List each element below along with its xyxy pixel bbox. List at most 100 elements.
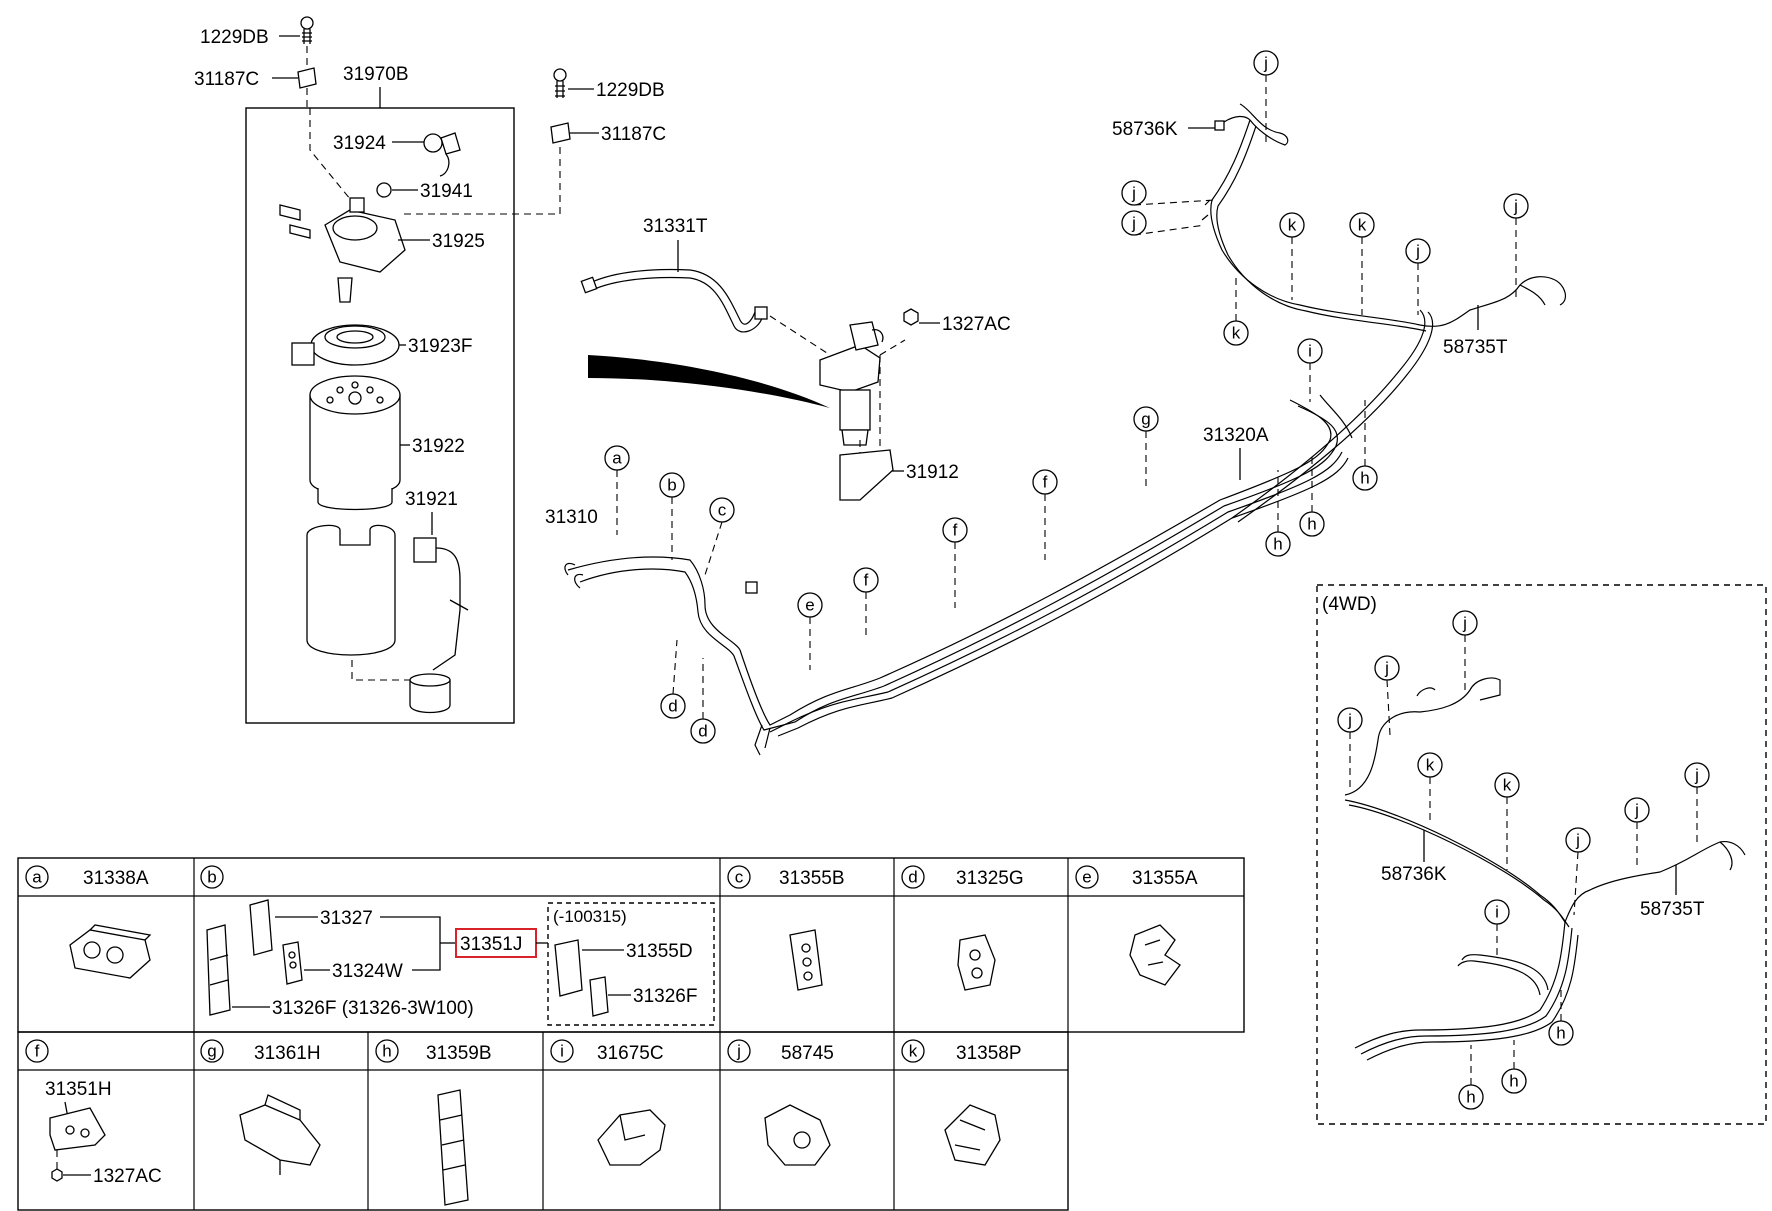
label-tube-k: 58736K	[1112, 119, 1178, 140]
callout-leader	[1133, 199, 1216, 206]
callout-circle	[1297, 338, 1323, 364]
cell-d: d 31325G	[901, 865, 1024, 991]
cell-b-p3: 31326F (31326-3W100)	[272, 998, 474, 1019]
filter-assembly: 1229DB 31187C 31970B 31924 31941 31925	[194, 16, 515, 724]
cell-j-letter: j	[736, 1042, 741, 1061]
callout-bubble: g	[1133, 406, 1159, 490]
cell-b-sub-p1: 31355D	[626, 941, 693, 962]
cell-k: k 31358P	[901, 1039, 1022, 1166]
callout-letter: h	[1556, 1024, 1565, 1043]
nut-icon	[903, 308, 919, 326]
clip-icon	[239, 1094, 321, 1175]
callout-letter: j	[1263, 54, 1268, 73]
callout-bubble: h	[1299, 452, 1325, 537]
cell-h: h 31359B	[375, 1039, 492, 1206]
callout-letter: f	[864, 571, 869, 590]
callout-circle	[1503, 193, 1529, 219]
callout-circle	[1405, 238, 1431, 264]
label-nut: 1327AC	[942, 314, 1011, 335]
cell-b-p2: 31324W	[332, 961, 403, 982]
cell-g: g 31361H	[200, 1039, 321, 1175]
callout-circle	[1121, 180, 1147, 206]
callout-bubble: j	[1405, 238, 1431, 315]
callout-bubble: k	[1494, 772, 1520, 870]
callout-letter: i	[1308, 342, 1312, 361]
callout-bubble: i	[1297, 338, 1323, 402]
callout-bubble: f	[942, 517, 968, 608]
callout-letter: j	[1131, 214, 1136, 233]
cell-e-letter: e	[1082, 868, 1091, 887]
callout-bubble: j	[1253, 50, 1279, 145]
cell-a-letter: a	[32, 868, 42, 887]
cell-g-part: 31361H	[254, 1043, 321, 1064]
clip-icon	[789, 929, 823, 991]
cell-d-part: 31325G	[956, 868, 1024, 889]
callout-bubble: h	[1265, 470, 1291, 557]
callout-letter: h	[1466, 1088, 1475, 1107]
cell-e-part: 31355A	[1132, 868, 1198, 889]
mid-filter-icon	[819, 321, 884, 446]
callout-letter: j	[1634, 801, 1639, 820]
bracket-icon	[297, 67, 317, 89]
callout-letter: j	[1131, 184, 1136, 203]
clip-icon	[957, 934, 996, 991]
callout-circle	[1253, 50, 1279, 76]
callout-circle	[1337, 707, 1363, 733]
rear-pipe-network	[1201, 103, 1567, 332]
callout-bubble: j	[1684, 762, 1710, 842]
cell-g-letter: g	[207, 1042, 216, 1061]
callout-circle	[1133, 406, 1159, 432]
callout-letter: k	[1503, 776, 1512, 795]
callout-letter: j	[1415, 242, 1420, 261]
callout-bubble: k	[1349, 212, 1375, 315]
callout-bubble: k	[1279, 212, 1305, 300]
filter-head-icon	[279, 197, 406, 303]
label-tube-front: 31310	[545, 507, 598, 528]
cell-b-highlight[interactable]: 31351J	[460, 934, 522, 955]
label-sensor: 31924	[333, 133, 386, 154]
callout-letter: d	[668, 697, 677, 716]
heater-icon	[409, 537, 469, 714]
callout-circle	[659, 472, 685, 498]
cell-b: b 31327 31324W 31351J 31326F (31326-3W10…	[200, 865, 715, 1026]
label-adapter: 31923F	[408, 336, 472, 357]
callout-circle	[604, 445, 630, 471]
callout-bubble: b	[659, 472, 685, 560]
callout-circle	[1458, 1084, 1484, 1110]
cell-i-part: 31675C	[597, 1043, 664, 1064]
cell-b-letter: b	[207, 868, 216, 887]
label-head: 31925	[432, 231, 485, 252]
callout-letter: g	[1141, 410, 1150, 429]
pointer-wedge	[588, 355, 830, 408]
callout-bubble: a	[604, 445, 630, 535]
callout-circle	[1565, 827, 1591, 853]
cell-b-sub-p2: 31326F	[633, 986, 697, 1007]
nut-icon	[51, 1168, 63, 1182]
callout-circle	[1417, 752, 1443, 778]
cell-f: f 31351H 1327AC	[25, 1039, 162, 1187]
clip-icon	[69, 924, 152, 979]
callout-letter: h	[1360, 469, 1369, 488]
label-tube-top: 31331T	[643, 216, 708, 237]
oring-icon	[376, 182, 392, 198]
clip-stack-icon	[437, 1089, 469, 1206]
callout-circle	[1684, 762, 1710, 788]
callout-bubble: f	[853, 567, 879, 640]
cell-k-part: 31358P	[956, 1043, 1022, 1064]
callout-circle	[1352, 465, 1378, 491]
callout-circle	[1374, 655, 1400, 681]
callout-bubble: j	[1452, 610, 1478, 690]
cell-a: a 31338A	[25, 865, 152, 979]
cell-e: e 31355A	[1075, 865, 1198, 986]
connector-dashed	[400, 135, 561, 215]
cell-j: j 58745	[727, 1039, 834, 1166]
cell-c-part: 31355B	[779, 868, 845, 889]
callout-letter: j	[1513, 197, 1518, 216]
inset-label-tube-k: 58736K	[1381, 864, 1447, 885]
callout-bubble: k	[1223, 275, 1249, 346]
callout-letter: k	[1426, 756, 1435, 775]
callout-circle	[853, 567, 879, 593]
callout-bubble: j	[1337, 707, 1363, 792]
parts-table: a 31338A b 31327 31324W	[17, 857, 1245, 1211]
